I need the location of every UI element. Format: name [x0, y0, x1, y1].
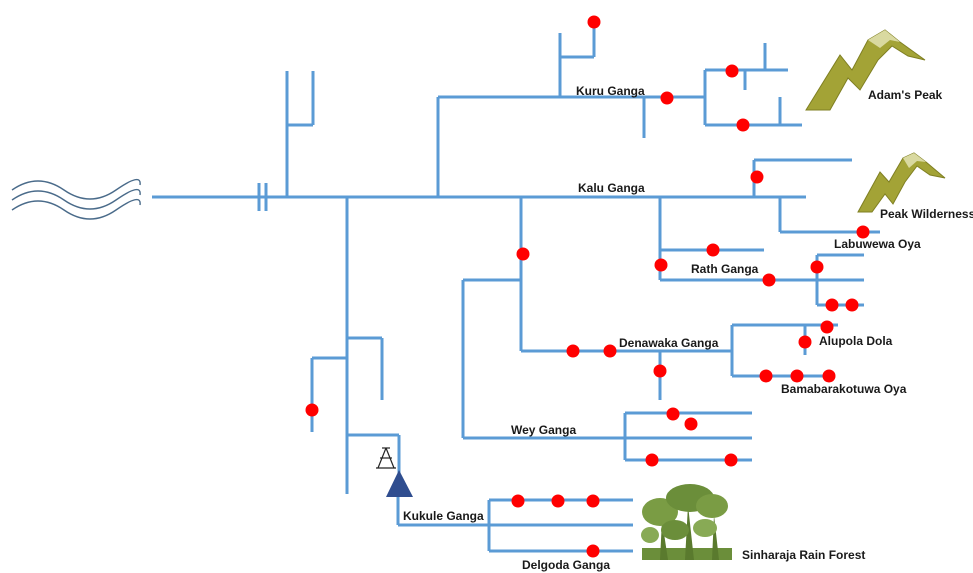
sampling-site [511, 494, 525, 508]
sampling-site [724, 453, 738, 467]
sampling-site [666, 407, 680, 421]
sampling-site [798, 335, 812, 349]
sampling-site [603, 344, 617, 358]
dam-icon [386, 470, 413, 497]
sampling-site [822, 369, 836, 383]
sampling-site [516, 247, 530, 261]
sampling-site [305, 403, 319, 417]
sampling-site [750, 170, 764, 184]
sampling-site [586, 544, 600, 558]
sampling-site [810, 260, 824, 274]
adams-peak-label: Adam's Peak [868, 88, 943, 102]
sampling-site [856, 225, 870, 239]
forest-icon [641, 484, 732, 560]
alupola-dola-label: Alupola Dola [819, 334, 893, 348]
peak-wilderness-label: Peak Wilderness [880, 207, 973, 221]
sampling-site [759, 369, 773, 383]
mountain-icon [857, 152, 946, 213]
denawaka-ganga-label: Denawaka Ganga [619, 336, 719, 350]
sampling-site [660, 91, 674, 105]
wey-ganga-label: Wey Ganga [511, 423, 576, 437]
labuwewa-oya-label: Labuwewa Oya [834, 237, 921, 251]
sampling-site [586, 494, 600, 508]
sampling-site [725, 64, 739, 78]
sampling-site [551, 494, 565, 508]
sampling-site [845, 298, 859, 312]
sampling-site [684, 417, 698, 431]
mountain-icon [805, 29, 926, 111]
kalu-ganga-label: Kalu Ganga [578, 181, 645, 195]
sampling-site [566, 344, 580, 358]
sea-waves-icon [11, 178, 141, 220]
sampling-site [654, 258, 668, 272]
river-network [152, 20, 880, 553]
sampling-sites [305, 15, 870, 558]
kukule-ganga-label: Kukule Ganga [403, 509, 484, 523]
sampling-site [587, 15, 601, 29]
sampling-site [790, 369, 804, 383]
bamabarakotuwa-oya-label: Bamabarakotuwa Oya [781, 382, 907, 396]
kuru-ganga-label: Kuru Ganga [576, 84, 645, 98]
sampling-site [645, 453, 659, 467]
rath-ganga-label: Rath Ganga [691, 262, 759, 276]
sampling-site [820, 320, 834, 334]
tower-icon [376, 447, 396, 469]
sampling-site [762, 273, 776, 287]
sampling-site [825, 298, 839, 312]
sampling-site [706, 243, 720, 257]
sampling-site [736, 118, 750, 132]
sampling-site [653, 364, 667, 378]
delgoda-ganga-label: Delgoda Ganga [522, 558, 610, 572]
sinharaja-label: Sinharaja Rain Forest [742, 548, 865, 562]
